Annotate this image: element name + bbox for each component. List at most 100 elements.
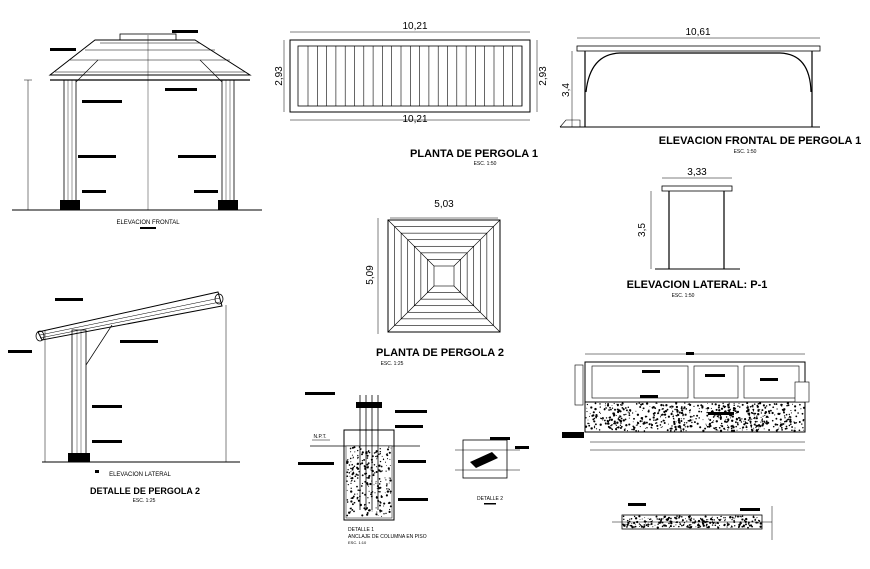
hatch-dot [741,515,744,518]
hatch-dot [711,520,713,522]
hatch-dot [654,407,657,410]
hatch-dot [375,480,377,482]
hatch-dot [715,415,717,417]
hatch-dot [690,524,692,526]
hatch-dot [626,526,628,528]
hatch-dot [717,406,720,409]
hatch-dot [346,471,349,474]
hatch-dot [586,411,588,413]
hatch-dot [588,423,590,425]
hatch-dot [375,513,378,516]
hatch-dot [763,421,766,423]
hatch-dot [386,454,389,457]
hatch-dot [347,501,349,503]
hatch-dot [675,405,677,408]
hatch-dot [657,523,659,526]
hatch-dot [798,429,801,432]
hatch-dot [350,507,353,509]
hatch-dot [794,427,796,429]
hatch-dot [776,408,778,410]
hatch-dot [632,428,635,431]
hatch-dot [644,415,647,418]
hatch-dot [757,424,760,427]
hatch-dot [379,450,382,453]
hatch-dot [726,524,728,527]
hatch-dot [735,412,737,414]
hatch-dot [350,497,352,499]
hatch-dot [705,423,707,425]
hatch-dot [786,403,788,405]
plan2-square-ring [427,259,461,293]
hatch-dot [616,403,618,405]
hatch-dot [356,485,358,488]
hatch-dot [654,422,657,424]
hatch-dot [617,405,619,407]
hatch-dot [757,409,760,412]
hatch-dot [709,521,712,524]
hatch-dot [663,421,666,425]
hatch-dot [385,470,387,472]
drafting-stroke [387,219,435,267]
hatch-dot [637,430,640,432]
hatch-dot [662,404,664,406]
hatch-dot [751,404,754,407]
hatch-dot [364,493,367,496]
hatch-dot [375,482,377,484]
hatch-dot [623,518,625,521]
hatch-dot [379,501,382,504]
hatch-dot [707,409,709,411]
hatch-dot [746,406,749,409]
hatch-dot [650,522,653,526]
hatch-dot [353,480,356,482]
hatch-dot [741,429,743,431]
hatch-dot [381,515,383,517]
hatch-dot [765,422,769,425]
hatch-dot [734,517,736,519]
hatch-dot [690,517,693,519]
hatch-dot [645,423,647,425]
front-elevation-pergola-2: ELEVACION FRONTAL [12,30,262,229]
hatch-dot [752,410,755,412]
hatch-dot [715,427,718,429]
hatch-dot [656,428,659,430]
hatch-dot [593,420,596,423]
hatch-dot [783,408,786,411]
hatch-dot [361,474,364,477]
hatch-dot [353,501,356,504]
hatch-dot [646,521,648,523]
hatch-dot [634,523,636,525]
hatch-dot [716,521,719,524]
hatch-dot [366,457,369,459]
hatch-dot [632,421,634,423]
hatch-dot [753,414,755,416]
hatch-dot [380,495,383,498]
hatch-dot [354,493,356,495]
hatch-dot [700,410,703,413]
hatch-dot [761,409,764,412]
hatch-dot [687,403,689,405]
hatch-dot [785,420,787,423]
hatch-dot [670,412,673,416]
hatch-dot [673,422,676,426]
hatch-dot [784,417,786,419]
hatch-dot [689,526,693,529]
hatch-dot [616,408,619,411]
hatch-dot [781,429,783,431]
hatch-dot [735,418,739,421]
hatch-dot [716,415,719,418]
hatch-dot [652,526,654,528]
hatch-dot [716,517,719,519]
hatch-dot [751,525,753,528]
hatch-dot [628,412,630,414]
hatch-dot [779,418,782,421]
plan1-title: PLANTA DE PERGOLA 1 [410,148,538,160]
hatch-dot [598,411,601,413]
hatch-dot [351,463,353,466]
front1-dim-height: 3,4 [561,83,572,97]
hatch-dot [665,417,667,419]
hatch-dot [653,406,655,408]
hatch-dot [614,408,616,411]
hatch-dot [388,451,391,454]
hatch-dot [670,427,673,430]
hatch-dot [720,425,722,427]
